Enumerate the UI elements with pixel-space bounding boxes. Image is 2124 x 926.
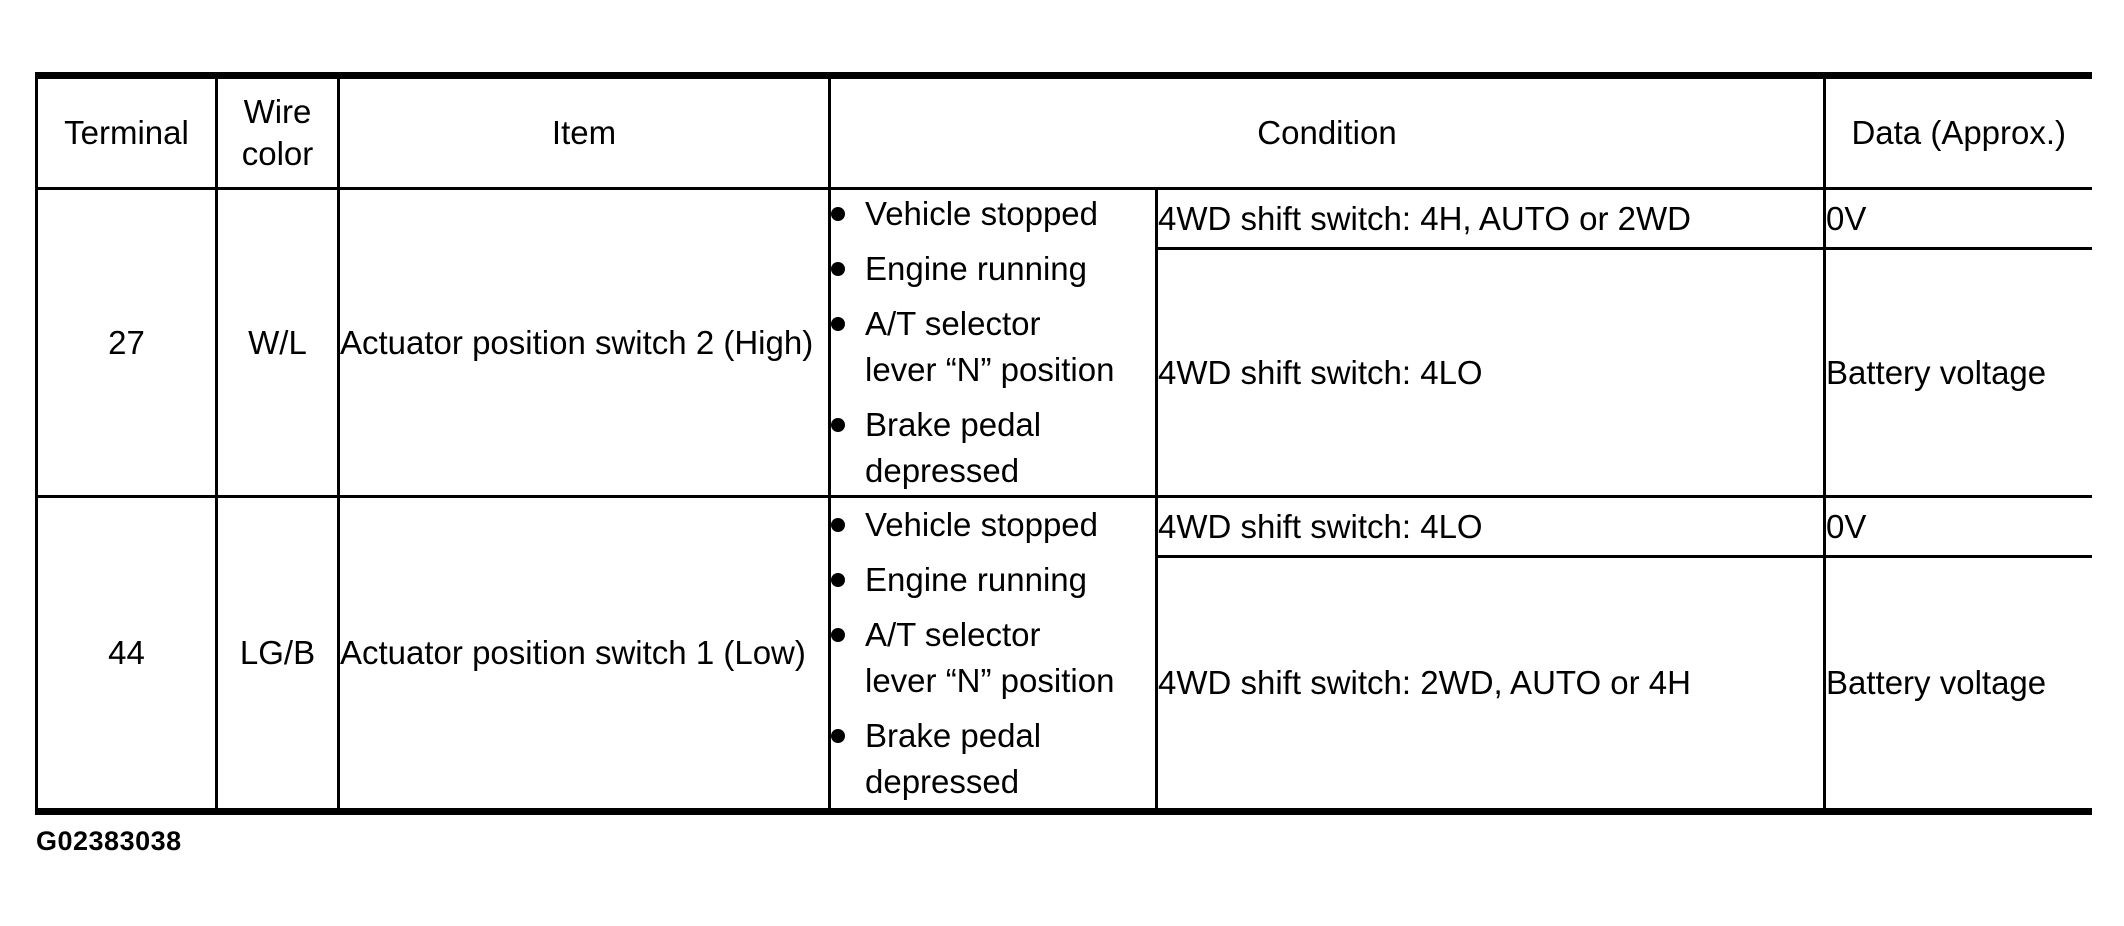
item-label: Actuator position switch 2 (High) — [337, 187, 831, 498]
data-value: Battery voltage — [1823, 555, 2092, 813]
item-label: Actuator position switch 1 (Low) — [337, 495, 831, 813]
terminal-value: 44 — [35, 495, 218, 813]
col-header-item: Item — [337, 74, 831, 190]
condition-prerequisites: Vehicle stopped Engine running A/T selec… — [828, 495, 1158, 813]
wire-color-value: LG/B — [215, 495, 340, 813]
condition-bullet-label: Brake pedal depressed — [865, 406, 1042, 489]
switch-condition: 4WD shift switch: 4LO — [1155, 247, 1826, 498]
col-header-wire-color: Wire color — [215, 74, 340, 190]
data-value: 0V — [1823, 187, 2092, 250]
table-row: 4WD shift switch: 4LO Battery voltage — [37, 247, 2092, 498]
condition-bullet-label: Vehicle stopped — [865, 505, 1099, 543]
list-item: A/T selector lever “N” position — [831, 301, 1155, 393]
condition-bullet-list: Vehicle stopped Engine running A/T selec… — [831, 502, 1155, 805]
data-value: Battery voltage — [1823, 247, 2092, 498]
list-item: Brake pedal depressed — [831, 402, 1155, 494]
bullet-icon — [831, 207, 845, 221]
switch-condition: 4WD shift switch: 4H, AUTO or 2WD — [1155, 187, 1826, 250]
col-header-data: Data (Approx.) — [1823, 74, 2092, 190]
list-item: A/T selector lever “N” position — [831, 612, 1155, 704]
condition-bullet-label: A/T selector lever “N” position — [865, 305, 1115, 388]
figure-id: G02383038 — [36, 826, 182, 856]
switch-condition: 4WD shift switch: 4LO — [1155, 495, 1826, 558]
data-value: 0V — [1823, 495, 2092, 558]
table-row: 27 W/L Actuator position switch 2 (High)… — [35, 187, 2092, 498]
switch-condition: 4WD shift switch: 2WD, AUTO or 4H — [1155, 555, 1826, 813]
table-row: 44 LG/B Actuator position switch 1 (Low)… — [35, 495, 2092, 813]
list-item: Vehicle stopped — [831, 502, 1155, 548]
col-header-condition: Condition — [828, 74, 1826, 190]
list-item: Engine running — [831, 246, 1155, 292]
bullet-icon — [831, 517, 845, 532]
table-row: 4WD shift switch: 2WD, AUTO or 4H Batter… — [37, 555, 2092, 813]
col-header-terminal: Terminal — [35, 74, 218, 190]
wire-color-value: W/L — [215, 187, 340, 498]
list-item: Brake pedal depressed — [831, 713, 1155, 805]
bullet-icon — [831, 317, 845, 331]
bullet-icon — [831, 728, 845, 743]
condition-bullet-label: Engine running — [865, 560, 1088, 598]
bullet-icon — [831, 262, 845, 276]
bullet-icon — [831, 572, 845, 587]
condition-bullet-list: Vehicle stopped Engine running A/T selec… — [831, 191, 1155, 494]
list-item: Engine running — [831, 557, 1155, 603]
condition-bullet-label: Brake pedal depressed — [865, 716, 1042, 800]
bullet-icon — [831, 418, 845, 432]
list-item: Vehicle stopped — [831, 191, 1155, 237]
condition-bullet-label: A/T selector lever “N” position — [865, 615, 1115, 699]
condition-bullet-label: Vehicle stopped — [865, 195, 1099, 232]
terminal-value: 27 — [35, 187, 218, 498]
table-header-row: Terminal Wire color Item Condition Data … — [35, 74, 2092, 190]
condition-prerequisites: Vehicle stopped Engine running A/T selec… — [828, 187, 1158, 498]
terminal-spec-table: Terminal Wire color Item Condition Data … — [35, 72, 2092, 815]
condition-bullet-label: Engine running — [865, 250, 1088, 287]
bullet-icon — [831, 627, 845, 642]
